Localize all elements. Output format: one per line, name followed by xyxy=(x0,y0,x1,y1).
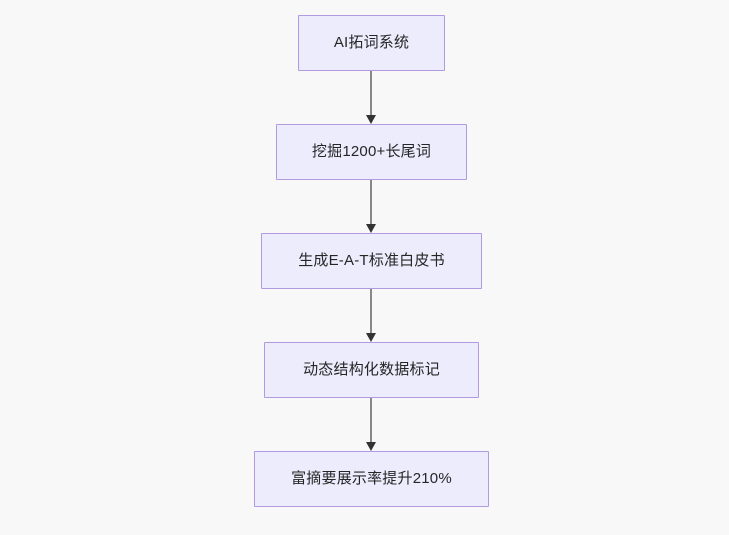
flow-node-3[interactable]: 生成E-A-T标准白皮书 xyxy=(261,233,482,289)
flow-node-1[interactable]: AI拓词系统 xyxy=(298,15,445,71)
flow-node-5-label: 富摘要展示率提升210% xyxy=(291,470,452,487)
flow-node-3-label: 生成E-A-T标准白皮书 xyxy=(298,252,445,269)
flow-node-5[interactable]: 富摘要展示率提升210% xyxy=(254,451,489,507)
flow-node-2[interactable]: 挖掘1200+长尾词 xyxy=(276,124,467,180)
edge-4-5-arrowhead-icon xyxy=(366,442,376,451)
edge-3-4-arrowhead-icon xyxy=(366,333,376,342)
flow-node-4-label: 动态结构化数据标记 xyxy=(303,361,440,378)
edge-1-2-arrowhead-icon xyxy=(366,115,376,124)
flow-node-2-label: 挖掘1200+长尾词 xyxy=(311,143,432,160)
flow-node-1-label: AI拓词系统 xyxy=(333,34,410,51)
flow-node-4[interactable]: 动态结构化数据标记 xyxy=(264,342,479,398)
edge-2-3-arrowhead-icon xyxy=(366,224,376,233)
